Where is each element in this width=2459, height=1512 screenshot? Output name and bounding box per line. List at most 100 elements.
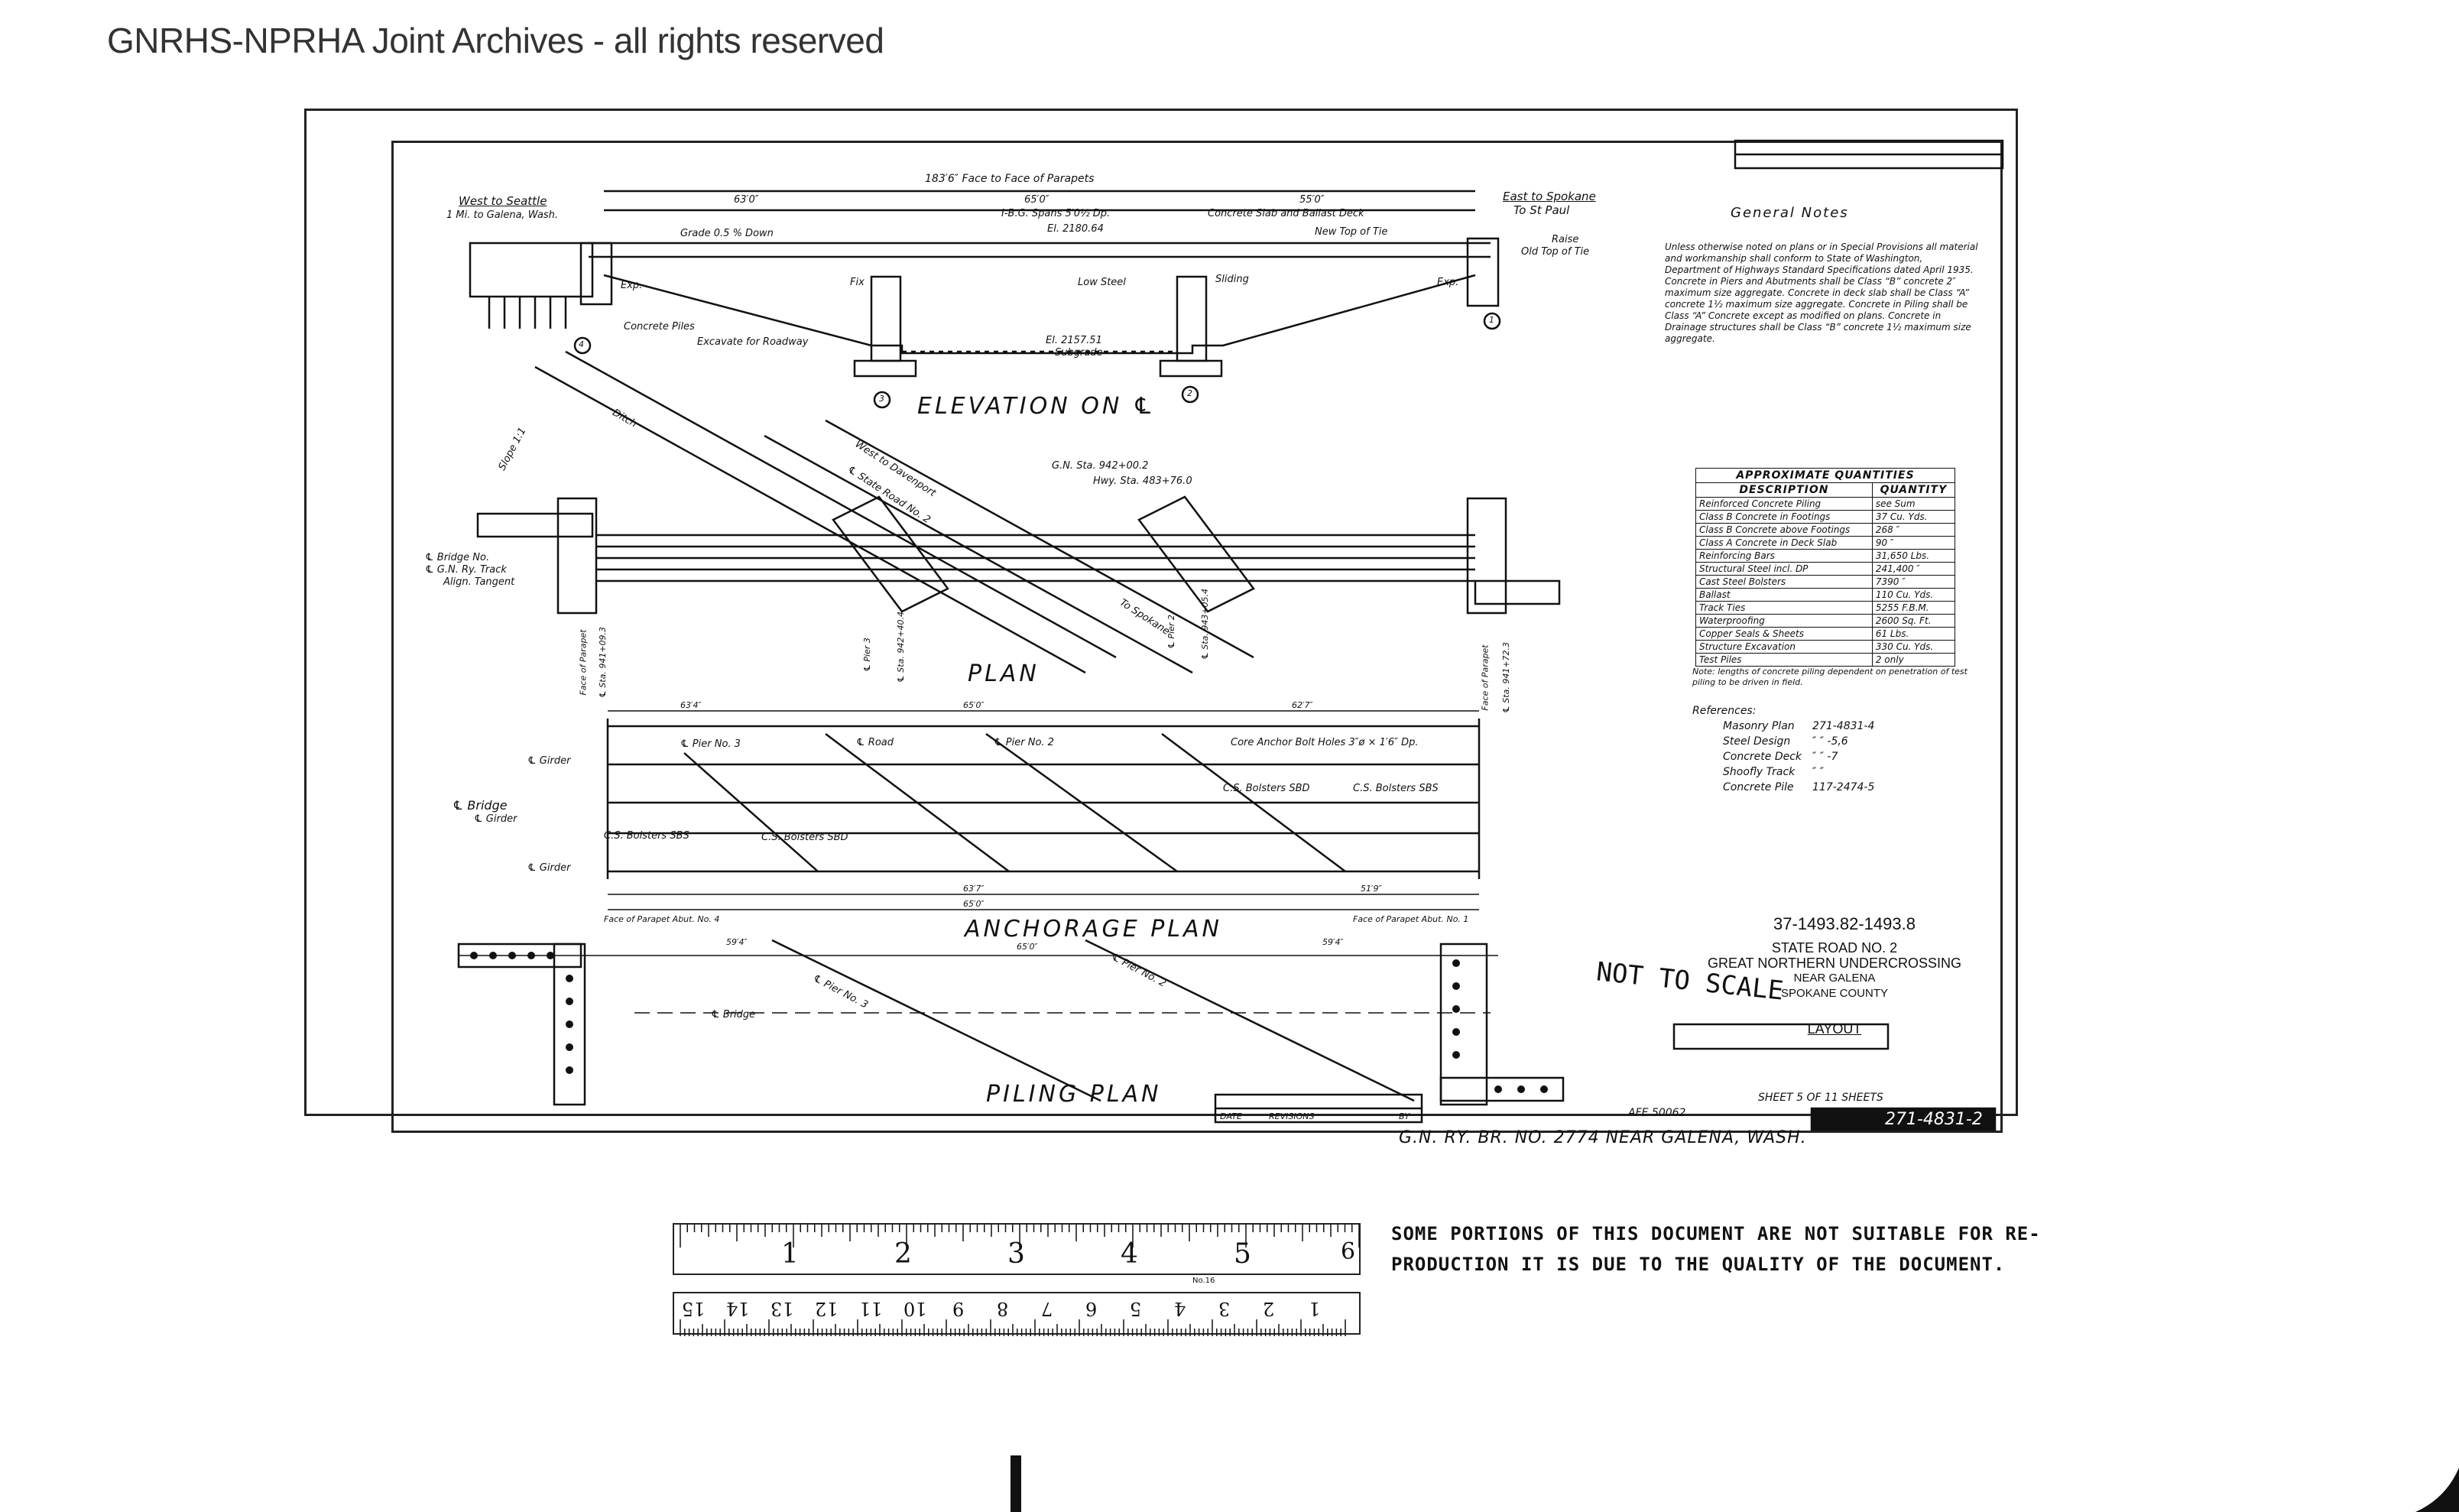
qty-desc: Waterproofing [1695, 614, 1873, 628]
qty-value: 37 Cu. Yds. [1871, 510, 1956, 524]
inch-ruler: 1 2 3 4 5 6 [673, 1223, 1361, 1275]
title-elevation: ELEVATION ON ℄ [917, 393, 1157, 420]
plan-sta-right: ℄ Sta. 941+72.3 [1501, 641, 1512, 714]
ruler-cm-12: 12 [815, 1298, 839, 1319]
elev-ibeam: I-B.G. Spans 5′0½ Dp. [1001, 208, 1111, 219]
ref-name: Shoofly Track [1723, 766, 1796, 778]
ruler-cm-4: 4 [1174, 1298, 1186, 1319]
anch-bolsters-sbd-r: C.S. Bolsters SBD [1223, 783, 1310, 794]
title-anchorage: ANCHORAGE PLAN [965, 916, 1222, 943]
ruler-cm-6: 6 [1085, 1298, 1098, 1319]
tb-name: GREAT NORTHERN UNDERCROSSING [1707, 956, 1962, 971]
ruler-cm-5: 5 [1130, 1298, 1142, 1319]
anch-girder-mid: ℄ Girder [474, 813, 517, 825]
title-block: STATE ROAD NO. 2 GREAT NORTHERN UNDERCRO… [1674, 940, 1995, 1037]
ruler-in-3: 3 [1007, 1238, 1025, 1270]
qty-value: 268 ″ [1871, 523, 1956, 537]
elev-overall-dim: 183′6″ Face to Face of Parapets [925, 173, 1095, 185]
references-title: References: [1692, 705, 1757, 717]
elev-exp-right: Exp. [1437, 277, 1459, 288]
elev-node-2: 2 [1187, 388, 1192, 398]
tb-sheet: SHEET 5 OF 11 SHEETS [1758, 1092, 1883, 1104]
anch-d4: 63′7″ [963, 884, 985, 894]
ruler-cm-14: 14 [726, 1298, 750, 1319]
anch-d5: 65′0″ [963, 899, 985, 909]
plan-parapet-right: Face of Parapet [1480, 644, 1491, 711]
ruler-label: No.16 [1192, 1277, 1215, 1285]
elev-subgrade: Subgrade [1055, 347, 1103, 359]
anch-anchor: Core Anchor Bolt Holes 3″ø × 1′6″ Dp. [1231, 737, 1419, 748]
ruler-in-6: 6 [1341, 1238, 1356, 1265]
quality-notice: SOME PORTIONS OF THIS DOCUMENT ARE NOT S… [1391, 1218, 2041, 1280]
plan-align: Align. Tangent [443, 576, 515, 588]
anch-pier3: ℄ Pier No. 3 [680, 738, 741, 750]
anch-d6: 51′9″ [1361, 884, 1382, 894]
elev-raise: Raise [1552, 234, 1579, 245]
quality-line-1: SOME PORTIONS OF THIS DOCUMENT ARE NOT S… [1391, 1223, 2041, 1244]
plan-gn-sta: G.N. Sta. 942+00.2 [1052, 460, 1149, 472]
ref-number: 271-4831-4 [1812, 720, 1875, 732]
anch-bridge: ℄ Bridge [453, 798, 508, 813]
qty-value: 330 Cu. Yds. [1871, 640, 1956, 654]
elev-grade: Grade 0.5 % Down [680, 228, 774, 239]
elev-exp-left: Exp. [621, 280, 643, 291]
elev-east2: To St Paul [1513, 203, 1570, 217]
qty-desc: Test Piles [1695, 653, 1873, 667]
elev-west2: 1 Mi. to Galena, Wash. [446, 209, 559, 221]
anch-bolsters-sbs-l: C.S. Bolsters SBS [604, 830, 689, 842]
inch-ruler-ticks [680, 1225, 1360, 1248]
tb-road: STATE ROAD NO. 2 [1771, 940, 1898, 956]
elev-el-top: El. 2180.64 [1047, 223, 1104, 235]
anch-parapet-r: Face of Parapet Abut. No. 1 [1353, 914, 1469, 924]
ref-number: 117-2474-5 [1812, 781, 1875, 793]
qty-value: 5255 F.B.M. [1871, 601, 1956, 615]
qty-desc: Cast Steel Bolsters [1695, 575, 1873, 589]
quality-line-2: PRODUCTION IT IS DUE TO THE QUALITY OF T… [1391, 1254, 2006, 1275]
ref-number: ″ ″ [1812, 766, 1824, 778]
title-plan: PLAN [968, 660, 1040, 687]
elev-span1: 63′0″ [734, 194, 759, 206]
drawing-number-top: 37-1493.82-1493.8 [1773, 914, 1916, 933]
plan-pier3: ℄ Pier 3 [861, 638, 872, 672]
tb-layout: LAYOUT [1807, 1021, 1862, 1037]
elev-lowsteel: Low Steel [1078, 277, 1126, 288]
anch-bolsters-sbs-r: C.S. Bolsters SBS [1353, 783, 1439, 794]
ruler-cm-13: 13 [770, 1298, 794, 1319]
anch-d1: 63′4″ [680, 700, 702, 710]
drawing-border [391, 141, 2003, 1133]
quantities-header-qty: QUANTITY [1871, 482, 1956, 498]
tb-drawing-no: 271-4831-2 [1885, 1110, 1983, 1129]
plan-gn-track: ℄ G.N. Ry. Track [425, 564, 507, 576]
list-item: Concrete Deck″ ″ -7 [1692, 749, 1885, 764]
elev-east: East to Spokane [1503, 190, 1596, 203]
qty-value: 61 Lbs. [1871, 627, 1956, 641]
tb-county: SPOKANE COUNTY [1780, 987, 1889, 1000]
pile-d3: 59′4″ [1322, 937, 1344, 947]
tb-afe: AFE 50062 [1628, 1107, 1686, 1119]
qty-desc: Copper Seals & Sheets [1695, 627, 1873, 641]
elev-excavate: Excavate for Roadway [697, 336, 809, 348]
cm-ruler-ticks [680, 1319, 1346, 1336]
ruler-in-1: 1 [781, 1238, 799, 1270]
anch-girder-bot: ℄ Girder [527, 862, 571, 874]
plan-parapet-left: Face of Parapet [578, 629, 589, 696]
anch-bolsters-sbd-l: C.S. Bolsters SBD [761, 832, 848, 843]
elev-sliding: Sliding [1215, 274, 1249, 285]
qty-desc: Class B Concrete in Footings [1695, 510, 1873, 524]
qty-desc: Structural Steel incl. DP [1695, 562, 1873, 576]
plan-bridge-no: ℄ Bridge No. [425, 552, 490, 563]
elev-newtop: New Top of Tie [1315, 226, 1388, 238]
list-item: Shoofly Track ″ ″ [1692, 764, 1885, 780]
ruler-in-5: 5 [1234, 1238, 1251, 1270]
title-piling: PILING PLAN [986, 1081, 1162, 1108]
anch-pier2: ℄ Pier No. 2 [994, 737, 1054, 748]
anch-d2: 65′0″ [963, 700, 985, 710]
plan-pier2: ℄ Pier 2 [1166, 615, 1176, 649]
